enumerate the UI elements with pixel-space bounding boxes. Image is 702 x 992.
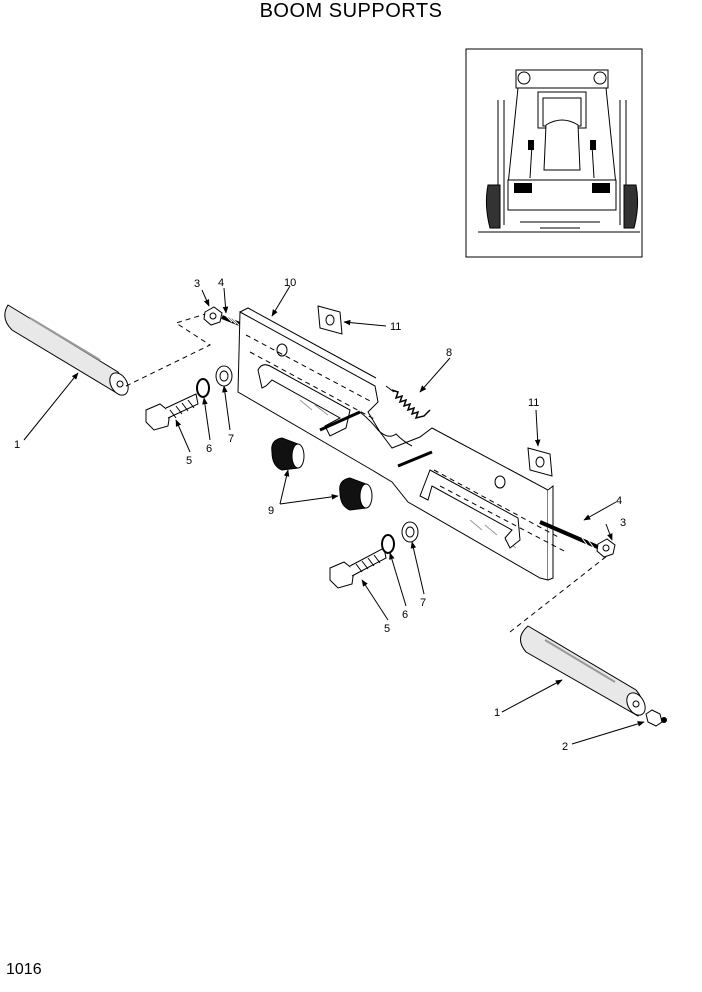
callout-3-right: 3 bbox=[620, 517, 626, 529]
flat-washer-left bbox=[215, 365, 233, 387]
spring bbox=[385, 385, 431, 420]
callout-5-left: 5 bbox=[186, 455, 192, 467]
page-number: 1016 bbox=[6, 961, 42, 978]
leader-lines bbox=[23, 285, 645, 745]
callout-4-left: 4 bbox=[218, 277, 224, 289]
nut-right bbox=[596, 538, 616, 558]
callout-4-right: 4 bbox=[616, 495, 622, 507]
grease-fitting bbox=[645, 709, 667, 727]
spacer-plate-lower bbox=[527, 447, 553, 477]
callout-2: 2 bbox=[562, 741, 568, 753]
support-plate bbox=[237, 307, 567, 581]
lock-washer-left bbox=[196, 378, 210, 398]
flat-washer-right bbox=[401, 521, 419, 543]
inset-machine-view bbox=[465, 48, 643, 258]
page-title: BOOM SUPPORTS bbox=[259, 0, 443, 22]
bumper-upper bbox=[271, 437, 305, 471]
bumper-lower bbox=[339, 477, 373, 511]
pin-left bbox=[4, 304, 129, 396]
callout-10: 10 bbox=[284, 277, 296, 289]
callout-3-left: 3 bbox=[194, 278, 200, 290]
callout-11-upper: 11 bbox=[390, 321, 401, 333]
callout-9: 9 bbox=[268, 505, 274, 517]
callout-7-right: 7 bbox=[420, 597, 426, 609]
callout-1-left: 1 bbox=[14, 439, 20, 451]
callout-8: 8 bbox=[446, 347, 452, 359]
callout-6-left: 6 bbox=[206, 443, 212, 455]
bolt-left bbox=[145, 393, 199, 431]
pin-right bbox=[520, 625, 646, 717]
bolt-right bbox=[329, 547, 387, 589]
callout-11-lower: 11 bbox=[528, 397, 539, 409]
rod-right bbox=[539, 520, 601, 550]
callout-6-right: 6 bbox=[402, 609, 408, 621]
callout-1-right: 1 bbox=[494, 707, 500, 719]
nut-left bbox=[203, 306, 223, 326]
callout-5-right: 5 bbox=[384, 623, 390, 635]
spacer-plate-upper bbox=[317, 305, 343, 335]
callout-7-left: 7 bbox=[228, 433, 234, 445]
lock-washer-right bbox=[381, 534, 395, 554]
